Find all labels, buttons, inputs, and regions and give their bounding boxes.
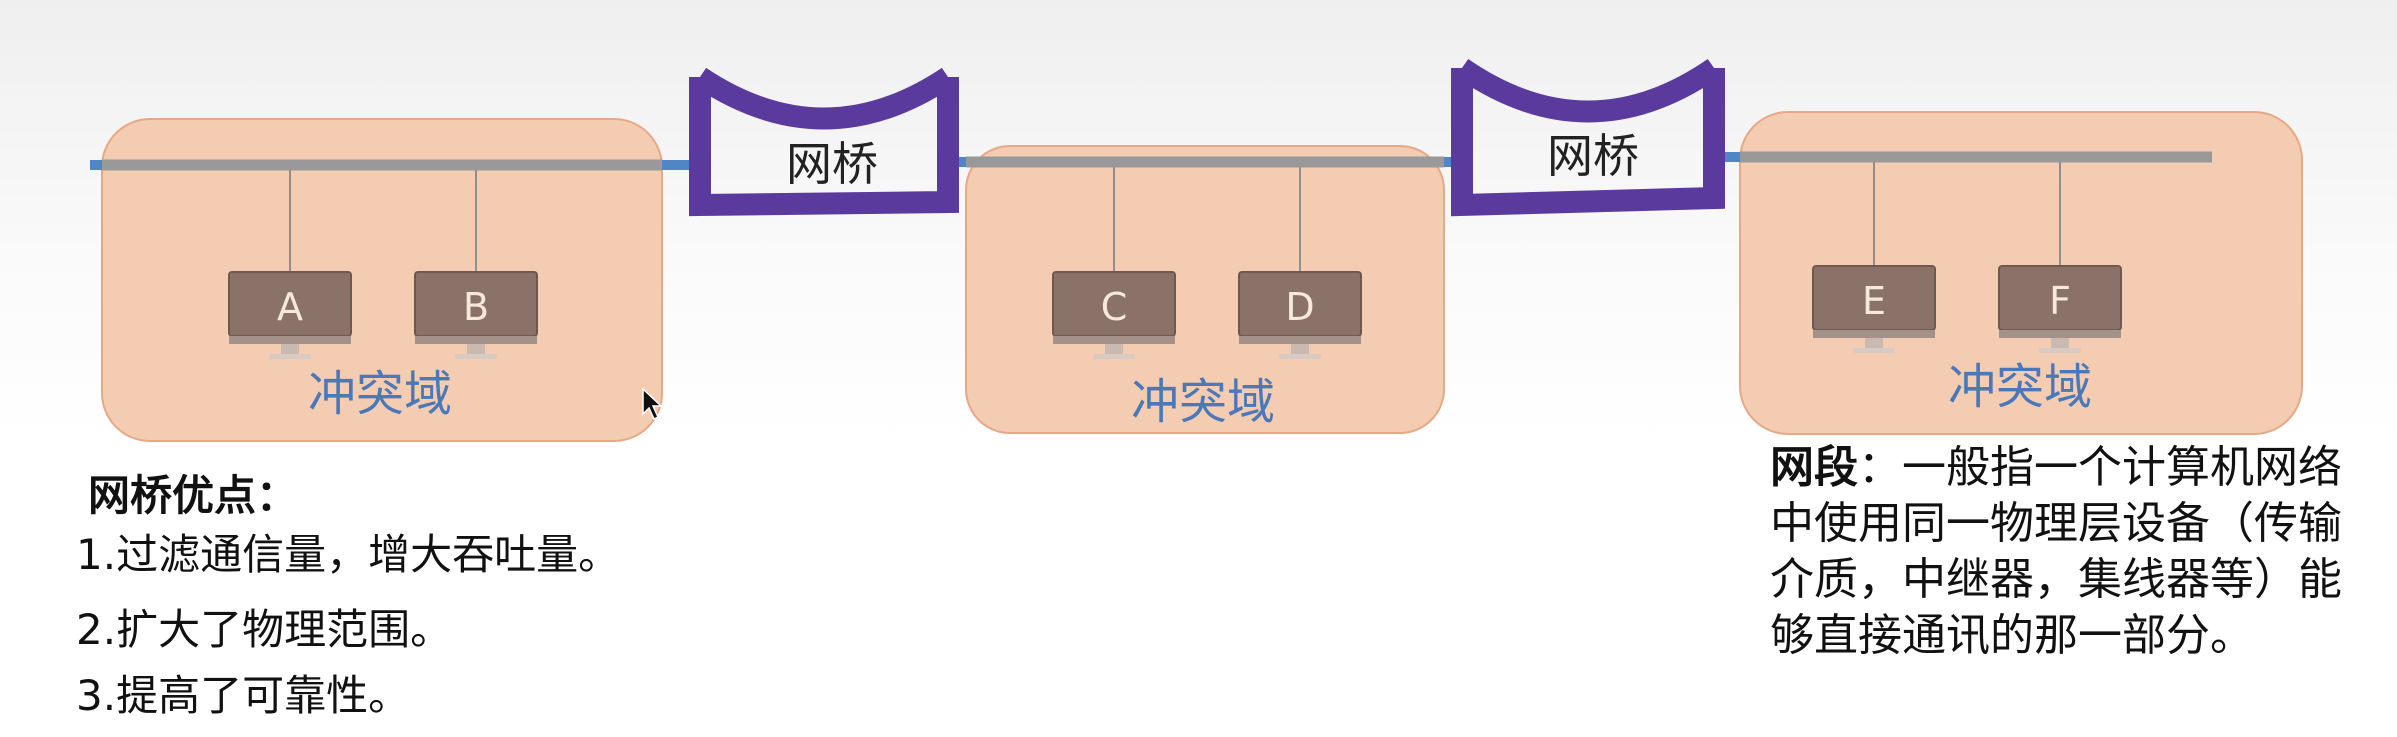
computer-d: D	[1238, 271, 1362, 359]
monitor-icon	[1238, 271, 1362, 359]
computer-label: A	[277, 285, 303, 329]
monitor-icon	[1998, 265, 2122, 353]
advantage-item: 2.扩大了物理范围。	[76, 605, 453, 654]
bridge-label: 网桥	[1547, 129, 1639, 183]
collision-domain-label-1: 冲突域	[308, 366, 452, 422]
computer-label: C	[1101, 285, 1128, 329]
advantage-item: 3.提高了可靠性。	[76, 671, 411, 720]
bridge-shape	[1451, 58, 1725, 217]
monitor-icon	[1812, 265, 1936, 353]
monitor-icon	[414, 271, 538, 359]
segment-definition-text: 一般指一个计算机网络中使用同一物理层设备（传输介质，中继器，集线器等）能够直接通…	[1770, 442, 2342, 661]
computer-b: B	[414, 271, 538, 359]
segment-separator: ：	[1858, 442, 1902, 493]
collision-domain-label-3: 冲突域	[1948, 359, 2092, 415]
computer-a: A	[228, 271, 352, 359]
bridge-advantages: 网桥优点： 1.过滤通信量，增大吞吐量。 2.扩大了物理范围。 3.提高了可靠性…	[76, 466, 788, 719]
bridge-label: 网桥	[786, 137, 878, 191]
collision-domain-box-2	[965, 145, 1445, 434]
computer-c: C	[1052, 271, 1176, 359]
advantages-heading: 网桥优点：	[88, 471, 299, 520]
collision-domain-label-2: 冲突域	[1131, 374, 1275, 430]
advantage-item: 1.过滤通信量，增大吞吐量。	[76, 530, 621, 579]
monitor-icon	[228, 271, 352, 359]
segment-term: 网段	[1770, 442, 1858, 493]
computer-e: E	[1812, 265, 1936, 353]
computer-label: E	[1862, 279, 1886, 323]
computer-label: B	[463, 285, 489, 329]
computer-label: F	[2049, 279, 2071, 323]
bridge-1: 网桥	[689, 67, 959, 217]
computer-f: F	[1998, 265, 2122, 353]
bridge-shape	[689, 67, 959, 217]
computer-label: D	[1285, 285, 1314, 329]
network-segment-definition: 网段：一般指一个计算机网络中使用同一物理层设备（传输介质，中继器，集线器等）能够…	[1770, 440, 2360, 664]
monitor-icon	[1052, 271, 1176, 359]
bridge-2: 网桥	[1451, 58, 1725, 217]
mouse-cursor-icon	[642, 388, 663, 421]
collision-domain-box-1	[101, 118, 663, 442]
